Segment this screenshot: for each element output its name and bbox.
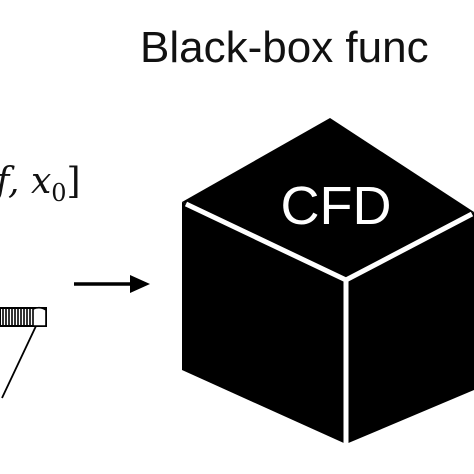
param-close-bracket: ] <box>66 161 81 202</box>
arrow-right-icon <box>74 275 150 293</box>
cube-label: CFD <box>281 176 392 236</box>
param-prefix: f, <box>0 161 20 202</box>
mesh-fragment-icon <box>0 306 47 399</box>
diagram-title: Black-box func <box>140 23 429 72</box>
param-subscript: 0 <box>51 179 67 208</box>
black-box-cube-icon: CFD <box>182 118 474 444</box>
input-parameters: f, x0] <box>0 160 81 215</box>
param-variable: x <box>30 161 52 202</box>
